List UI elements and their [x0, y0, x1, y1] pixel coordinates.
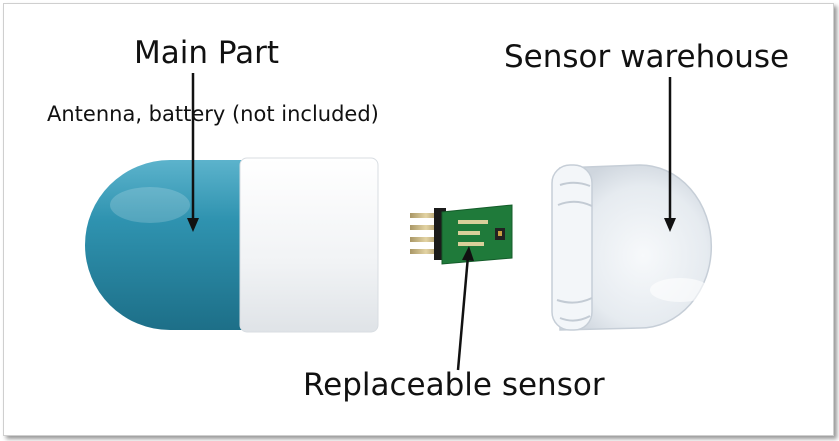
sensor-pcb	[441, 204, 513, 265]
sensor-pins	[410, 208, 446, 260]
replaceable-sensor-label: Replaceable sensor	[303, 367, 605, 403]
capsule-white-body	[239, 157, 379, 333]
sensor-warehouse-label: Sensor warehouse	[504, 39, 790, 75]
sensor-warehouse-dome	[551, 164, 712, 331]
main-part-note: Antenna, battery (not included)	[47, 102, 379, 126]
sensor-arrow	[456, 255, 470, 371]
main-part-label: Main Part	[134, 35, 280, 71]
capsule-blue-cap	[85, 160, 247, 330]
pointer-arrows	[187, 73, 676, 371]
